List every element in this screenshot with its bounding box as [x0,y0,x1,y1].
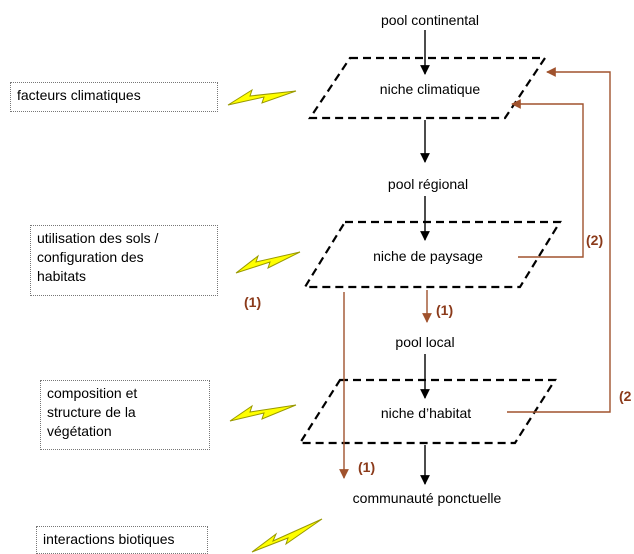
factor-land-use-line-1: utilisation des sols / [37,230,159,246]
factor-box-climate: facteurs climatiques [10,82,218,112]
factor-box-land-use: utilisation des sols / configuration des… [30,225,218,296]
feedback-loop-habitat-to-climatic [507,67,611,413]
lightning-icon-land-use [235,251,301,274]
lightning-icon-vegetation [229,404,297,422]
factor-vegetation-line-3: végétation [47,423,112,439]
lightning-icon-climate [227,88,297,106]
community-label: communauté ponctuelle [353,490,502,506]
feedback-label-one-left: (1) [244,294,261,310]
niche-climatic-label: niche climatique [380,81,481,97]
factor-land-use-line-3: habitats [37,268,87,284]
lightning-icon-biotic [251,518,323,553]
feedback-loop-landscape-to-climatic [511,99,584,258]
pool-local-label: pool local [395,334,454,350]
niche-habitat-label: niche d’habitat [381,405,471,421]
feedback-label-one-bottom: (1) [358,459,375,475]
pool-regional-label: pool régional [388,176,468,192]
niche-climatic-shape [307,56,548,120]
niche-landscape-shape [303,220,562,289]
factor-vegetation-line-2: structure de la [47,404,136,420]
niche-habitat-shape [297,378,558,445]
factor-land-use-line-2: configuration des [37,249,144,265]
niche-landscape-label: niche de paysage [373,248,483,264]
feedback-label-one-mid: (1) [436,302,453,318]
feedback-label-two-outer: (2 [619,388,632,404]
factor-vegetation-line-1: composition et [47,385,138,401]
factor-box-biotic: interactions biotiques [36,526,208,554]
factor-climate-line-1: facteurs climatiques [17,87,141,103]
factor-biotic-line-1: interactions biotiques [43,531,175,547]
feedback-label-two-inner: (2) [586,232,603,248]
pool-continental-label: pool continental [381,12,479,28]
factor-box-vegetation: composition et structure de la végétatio… [40,380,210,450]
